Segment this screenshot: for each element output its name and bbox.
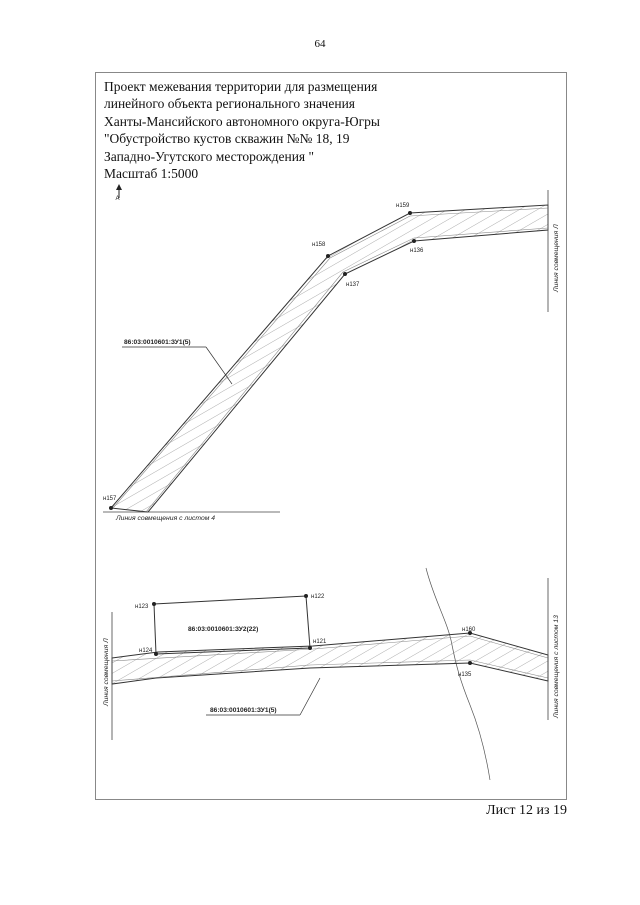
match-line-label: Линия совмещения с листом 4 [115, 515, 215, 522]
title-line: "Обустройство кустов скважин №№ 18, 19 [104, 131, 350, 147]
point-label: н158 [312, 242, 326, 248]
rect-parcel-polygon [153, 595, 311, 655]
point-label: н121 [313, 639, 327, 645]
parcel-label: 86:03:0010601:ЗУ2(22) [188, 626, 258, 633]
point-label: н136 [410, 248, 424, 254]
stream-line [425, 567, 491, 781]
match-line-label: Линия совмещения Л [103, 638, 110, 707]
title-line: линейного объекта регионального значения [104, 96, 356, 112]
title-line: Ханты-Мансийского автономного округа-Югр… [104, 113, 380, 129]
point-label: н157 [103, 496, 117, 502]
match-line-label: Линия совмещения с листом 13 [553, 615, 560, 719]
title-line: Западно-Угутского месторождения " [104, 148, 315, 164]
sheet-label: Лист 12 из 19 [486, 803, 567, 818]
drawing-frame [95, 72, 567, 800]
point-label: н160 [462, 627, 476, 633]
parcel-label: 86:03:0010601:ЗУ1(5) [210, 707, 277, 714]
north-arrow-icon: А [116, 184, 122, 202]
point-label: н135 [458, 672, 472, 678]
match-line-label: Линия совмещения Л [553, 224, 560, 293]
upper-corridor-polygon [110, 204, 549, 513]
title-line: Проект межевания территории для размещен… [104, 79, 378, 94]
point-label: н123 [135, 604, 149, 610]
point-label: н137 [346, 282, 360, 288]
parcel-label: 86:03:0010601:ЗУ1(5) [124, 339, 191, 346]
drawing-title: Проект межевания территории для размещен… [104, 78, 380, 182]
upper-map: н157 н158 н159 н136 н137 86:03:0010601:З… [103, 190, 560, 522]
page-number: 64 [314, 38, 326, 50]
lower-map: н123 н122 н124 н121 н160 н135 86:03:0010… [103, 567, 560, 781]
scale-line: Масштаб 1:5000 [104, 166, 199, 182]
point-label: н159 [396, 203, 410, 209]
lower-corridor-polygon [111, 632, 549, 685]
point-label: н124 [139, 648, 153, 654]
north-arrow-label: А [116, 196, 120, 202]
point-label: н122 [311, 594, 325, 600]
